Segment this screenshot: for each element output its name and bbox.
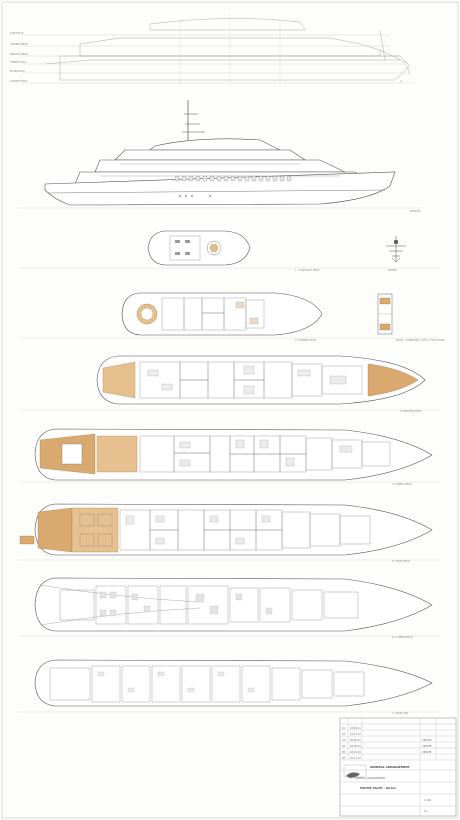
level-label-upper: UPPER DECK [10,60,27,64]
rev-number-5: 05 [342,751,346,754]
lower-deck-label: 6. LOWER DECK [392,635,413,639]
rev-number-4: 04 [342,745,346,748]
section-bridge-deck: 3. BRIDGE DECK [20,355,440,413]
rev-number-1: 01 [342,727,346,730]
tank-top-label: 7. TANK TOP [392,711,409,715]
drawing-scale: 1:100 [424,799,431,802]
company-logo [343,764,367,778]
drawing-title: GENERAL ARRANGEMENT [355,777,386,780]
rev-number-6: 06 [342,757,346,760]
owner-deck-label: 2. OWNER DECK [295,338,317,342]
front-view-drawing [386,236,406,263]
level-label-sun: SUN DECK [10,31,24,35]
level-label-lower: LOWER DECK [10,79,28,83]
title-block: 01 03.06.13 02 12.07.13 03 26.08.13 04 1… [339,717,457,817]
rev-date-6: 04.11.13 [350,757,361,760]
section-owner-deck: 2. OWNER DECK MAIN - SUPERSTR. (LIFT) / … [20,292,445,342]
profile-scale-note: A [400,79,402,83]
section-lower-deck: 6. LOWER DECK [20,577,440,639]
section-profile: SUN DECK OWNER DECK BRIDGE DECK UPPER DE… [10,14,415,86]
level-label-owner: OWNER DECK [10,42,28,46]
rev-number-3: 03 [342,739,346,742]
section-upper-deck: 4. UPPER DECK [20,428,440,486]
level-label-main: MAIN DECK [10,69,25,73]
sheet-size: A1 [424,810,428,813]
rev-date-4: 10.09.13 [350,745,361,748]
front-view-label: FRONT [388,268,397,272]
rev-number-2: 02 [342,733,346,736]
lift-detail-label: MAIN - SUPERSTR. (LIFT) / TOP PLANS [396,338,445,342]
upper-deck-label: 4. UPPER DECK [392,482,412,486]
sun-deck-label: 1. SUN/MAST DECK [295,268,320,272]
rev-date-5: 18.10.13 [350,751,361,754]
lift-detail-drawing [377,293,393,335]
project-name: MOTOR YACHT - 90.6m [360,786,396,790]
rev-date-3: 26.08.13 [350,739,361,742]
section-main-deck: 5. MAIN DECK [19,503,440,563]
level-label-bridge: BRIDGE DECK [10,52,28,56]
elevation-label: PROFILE [410,209,421,213]
rev-note-2: UPDATE [422,745,432,748]
rev-note-1: UPDATE [422,739,432,742]
rev-note-3: UPDATE [422,751,432,754]
rev-date-2: 12.07.13 [350,733,361,736]
section-tank-top: 7. TANK TOP [20,659,440,715]
rev-date-1: 03.06.13 [350,727,361,730]
section-sun-deck: 1. SUN/MAST DECK FRONT [20,230,440,272]
company-name: GENERAL ARRANGEMENT [370,765,410,769]
bridge-deck-label: 3. BRIDGE DECK [400,409,422,413]
section-elevation: PROFILE [20,100,421,213]
main-deck-label: 5. MAIN DECK [392,559,410,563]
